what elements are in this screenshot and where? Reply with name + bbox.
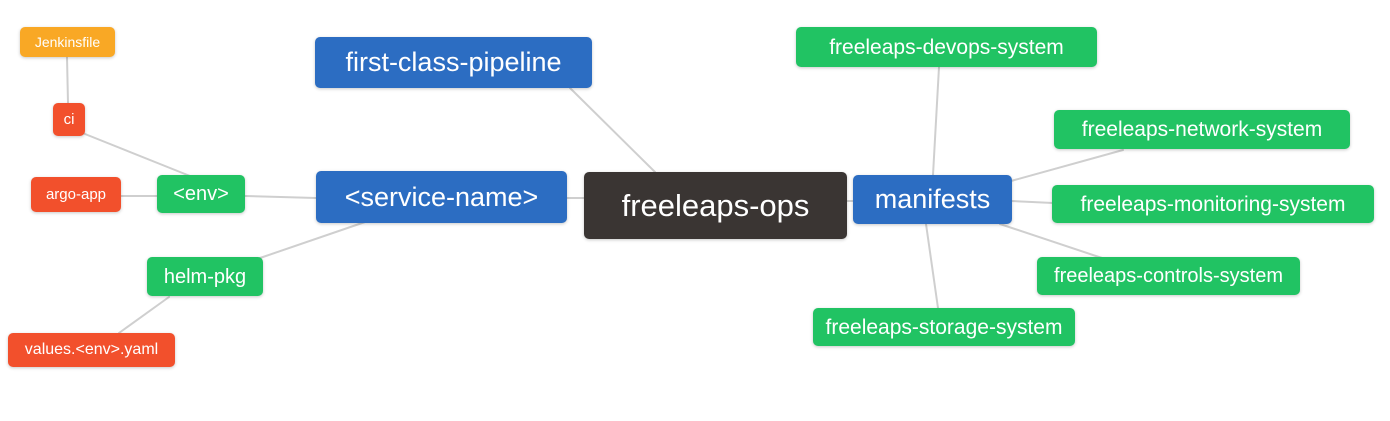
- edge-manifests-controls: [999, 223, 1103, 259]
- node-helm-pkg[interactable]: helm-pkg: [147, 257, 263, 296]
- node-first-class-pipeline[interactable]: first-class-pipeline: [315, 37, 592, 88]
- node-manifests[interactable]: manifests: [853, 175, 1012, 224]
- edge-ci-env: [84, 133, 191, 177]
- node-freeleaps-ops-root[interactable]: freeleaps-ops: [584, 172, 847, 239]
- node-freeleaps-controls-system[interactable]: freeleaps-controls-system: [1037, 257, 1300, 295]
- edge-manifests-network: [1010, 149, 1124, 182]
- edge-manifests-storage: [925, 223, 939, 309]
- node-service-name[interactable]: <service-name>: [316, 171, 567, 223]
- edge-pipeline-freeleaps-ops: [569, 87, 656, 173]
- node-argo-app[interactable]: argo-app: [31, 177, 121, 212]
- edge-manifests-devops: [932, 66, 940, 176]
- edge-jenkinsfile-ci: [66, 56, 69, 104]
- edge-manifests-monitoring: [1010, 200, 1054, 204]
- edge-env-service-name: [244, 195, 317, 199]
- node-freeleaps-devops-system[interactable]: freeleaps-devops-system: [796, 27, 1097, 67]
- node-jenkinsfile[interactable]: Jenkinsfile: [20, 27, 115, 57]
- node-freeleaps-storage-system[interactable]: freeleaps-storage-system: [813, 308, 1075, 346]
- edge-values-helm-pkg: [118, 296, 170, 334]
- node-values-env-yaml[interactable]: values.<env>.yaml: [8, 333, 175, 367]
- node-env[interactable]: <env>: [157, 175, 245, 213]
- node-freeleaps-network-system[interactable]: freeleaps-network-system: [1054, 110, 1350, 149]
- edge-helm-pkg-service-name: [259, 221, 366, 259]
- node-ci[interactable]: ci: [53, 103, 85, 136]
- node-freeleaps-monitoring-system[interactable]: freeleaps-monitoring-system: [1052, 185, 1374, 223]
